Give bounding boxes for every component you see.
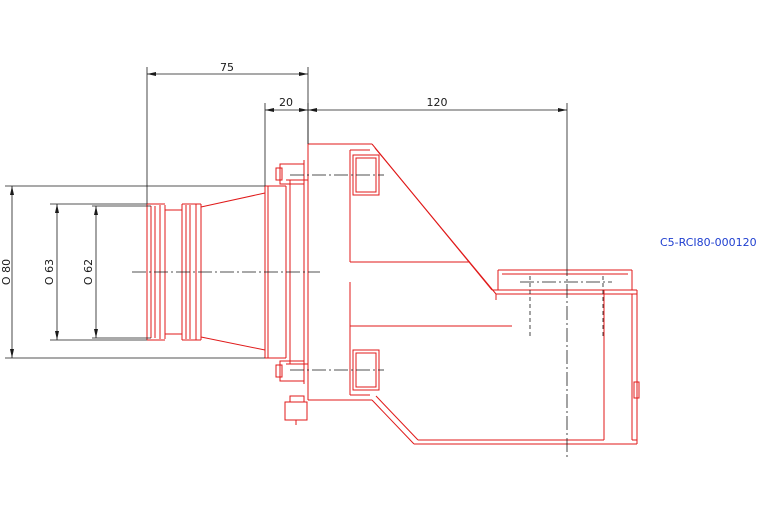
dimension-120: 120: [308, 96, 568, 262]
centerlines: [132, 174, 612, 458]
cartridge-housing: [492, 269, 640, 445]
dimension-120-label: 120: [427, 96, 448, 109]
dimensions: 75 20 120 O 80: [0, 61, 568, 359]
tool-holder-outline: [146, 143, 640, 445]
dimension-75-label: 75: [220, 61, 234, 74]
dimension-diameter-80-label: O 80: [0, 259, 13, 285]
dimension-diameter-80: O 80: [0, 185, 265, 359]
part-code: C5-RCI80-000120: [660, 236, 757, 249]
dimension-diameter-63: O 63: [43, 203, 147, 341]
dimension-20: 20: [264, 96, 309, 186]
dimension-20-label: 20: [279, 96, 293, 109]
dimension-75: 75: [146, 61, 309, 204]
dimension-diameter-62: O 62: [82, 205, 151, 339]
flange-lugs: [275, 163, 308, 425]
dimension-diameter-63-label: O 63: [43, 259, 56, 285]
dimension-diameter-62-label: O 62: [82, 259, 95, 285]
